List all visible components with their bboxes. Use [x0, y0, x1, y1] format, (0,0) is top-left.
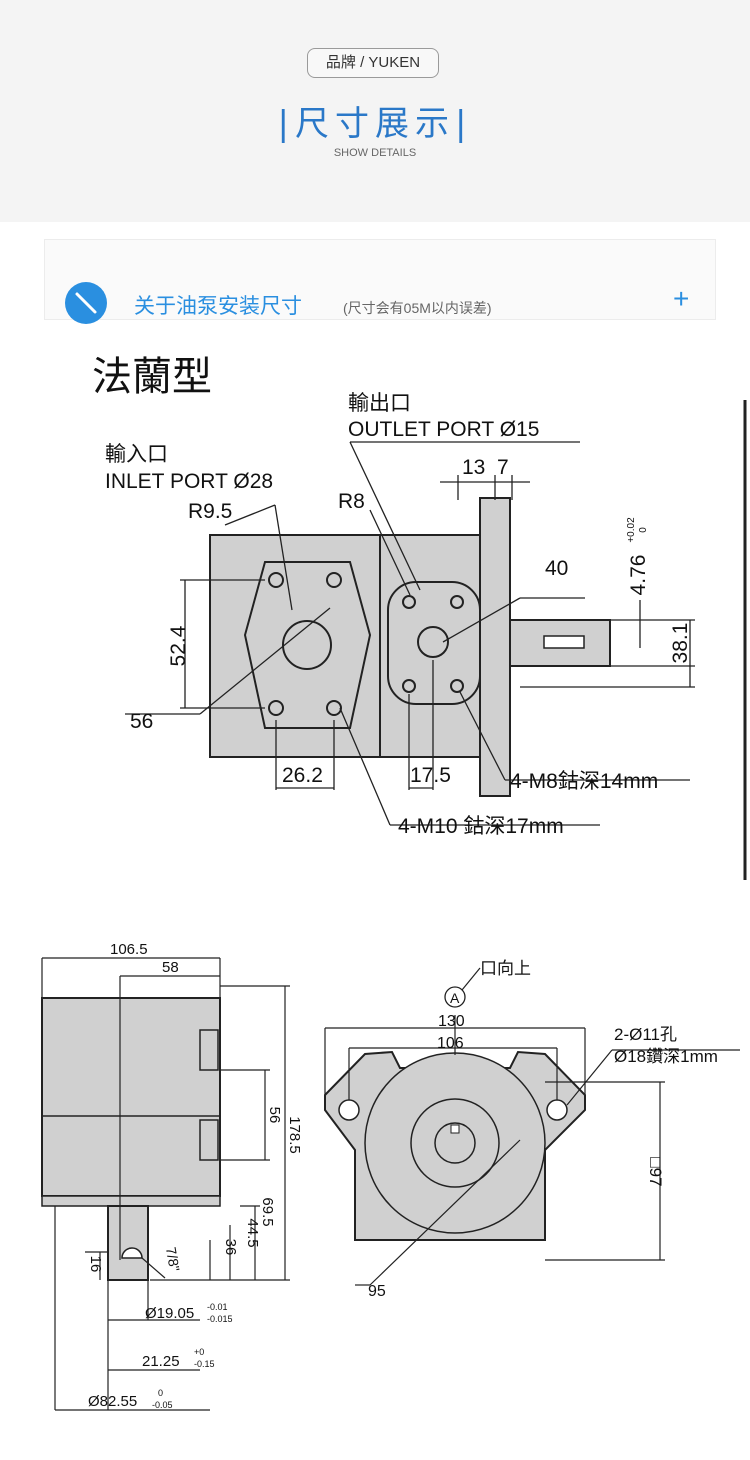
- section-note: (尺寸会有05M以内误差): [343, 300, 492, 316]
- side-d56: 56: [266, 1107, 283, 1124]
- section-title: 关于油泵安装尺寸: [134, 294, 302, 318]
- side-d1905-tol-lower: -0.015: [207, 1314, 233, 1324]
- shaft-key: [543, 635, 585, 649]
- side-d2125-tol-upper: +0: [194, 1347, 204, 1357]
- d262-label: 26.2: [282, 764, 323, 787]
- header-banner: 品牌 / YUKEN |尺寸展示| SHOW DETAILS: [0, 0, 750, 222]
- page-title-text: 尺寸展示: [295, 104, 455, 144]
- d7-label: 7: [497, 456, 509, 479]
- flange-title: 法蘭型: [92, 355, 212, 399]
- d56-label: 56: [130, 710, 153, 733]
- side-d8255-tol-lower: -0.05: [152, 1400, 173, 1410]
- page-subtitle: SHOW DETAILS: [333, 147, 417, 159]
- side-d16: 16: [87, 1256, 104, 1273]
- side-view: 106.5 58 56 178.5 69.5 44.5 36 16 7/8" Ø…: [41, 941, 303, 1411]
- brand-badge: 品牌 / YUKEN: [307, 48, 439, 78]
- front-d130: 130: [438, 1013, 465, 1030]
- front-a-marker: A: [450, 990, 460, 1006]
- outlet-en-label: OUTLET PORT Ø15: [348, 418, 539, 441]
- slash-icon: [65, 282, 107, 324]
- d175-label: 17.5: [410, 764, 451, 787]
- side-d445: 44.5: [244, 1218, 261, 1247]
- side-d8255: Ø82.55: [88, 1393, 137, 1410]
- install-dimensions-section[interactable]: 关于油泵安装尺寸 (尺寸会有05M以内误差) +: [44, 239, 716, 324]
- front-sq97: □97: [646, 1157, 665, 1186]
- side-d1785: 178.5: [286, 1116, 303, 1154]
- side-d2125-tol-lower: -0.15: [194, 1359, 215, 1369]
- m10-label: 4-M10 鈷深17mm: [398, 815, 564, 838]
- m8-label: 4-M8鈷深14mm: [510, 770, 658, 793]
- front-d95: 95: [368, 1283, 386, 1300]
- side-d1905: Ø19.05: [145, 1305, 194, 1322]
- flange-plate: [479, 497, 511, 797]
- outlet-cn-label: 輸出口: [348, 392, 411, 415]
- side-d36: 36: [222, 1239, 239, 1256]
- side-d2125: 21.25: [142, 1353, 180, 1370]
- side-d1065: 106.5: [110, 941, 148, 958]
- r8-label: R8: [338, 490, 365, 513]
- side-d78: 7/8": [163, 1246, 183, 1273]
- r95-label: R9.5: [188, 500, 232, 523]
- d476-label: 4.76: [627, 555, 650, 596]
- d476-tol-upper: +0.02: [626, 517, 637, 543]
- d381-label: 38.1: [669, 623, 692, 664]
- front-holes: 2-Ø11孔: [614, 1025, 677, 1044]
- inlet-cn-label: 輸入口: [105, 443, 168, 466]
- side-d58: 58: [162, 959, 179, 976]
- front-up-label: 口向上: [480, 959, 531, 978]
- dimension-drawing: 106.5 58 56 178.5 69.5 44.5 36 16 7/8" Ø…: [41, 941, 740, 1411]
- side-d695: 69.5: [259, 1197, 276, 1226]
- page-title: |尺寸展示|: [277, 104, 473, 144]
- inlet-en-label: INLET PORT Ø28: [105, 470, 273, 493]
- d40-label: 40: [545, 557, 568, 580]
- flange-drawing: 法蘭型 輸出口 OUTLET PORT Ø15 輸入口 INLET PORT Ø…: [92, 355, 747, 880]
- plus-icon[interactable]: +: [673, 283, 690, 314]
- front-spotface: Ø18鑽深1mm: [614, 1047, 718, 1066]
- d13-label: 13: [462, 456, 485, 479]
- front-d106: 106: [437, 1035, 464, 1052]
- side-d1905-tol-upper: -0.01: [207, 1302, 228, 1312]
- d524-label: 52.4: [167, 625, 190, 666]
- side-d8255-tol-upper: 0: [158, 1388, 163, 1398]
- d476-tol-lower: 0: [638, 527, 649, 533]
- front-view: A 口向上 130 106 2-Ø11孔 Ø18鑽深1mm □97 95: [324, 959, 740, 1300]
